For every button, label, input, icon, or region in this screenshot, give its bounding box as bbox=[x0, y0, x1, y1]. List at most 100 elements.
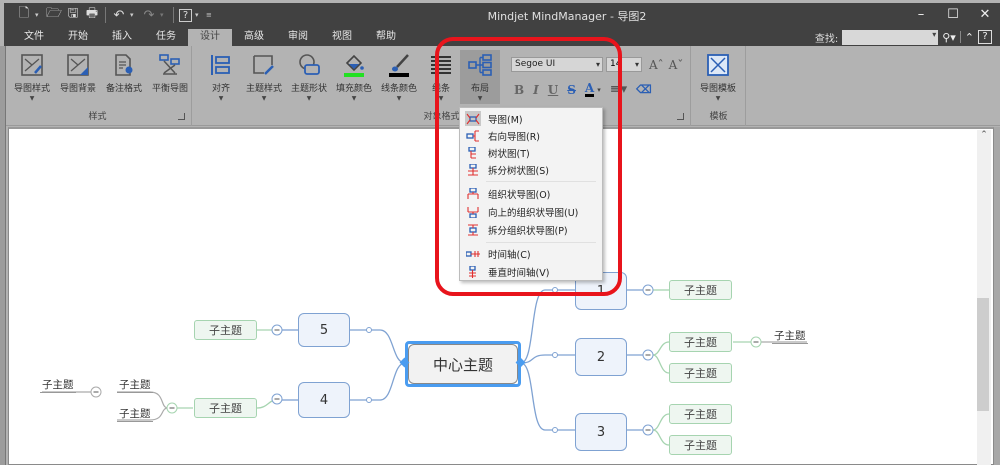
layout-dropdown-menu: 导图(M) 右向导图(R) 树状图(T) 拆分树状图(S) 组织状导图(O) 向… bbox=[459, 107, 603, 281]
tab-file[interactable]: 文件 bbox=[24, 31, 44, 42]
subtopic-4-1-2[interactable]: 子主题 bbox=[117, 408, 153, 422]
split-tree-layout-icon bbox=[465, 162, 481, 177]
menu-item-map[interactable]: 导图(M) bbox=[462, 110, 602, 127]
subtopic-4-1[interactable]: 子主题 bbox=[194, 398, 257, 418]
italic-button[interactable]: I bbox=[533, 82, 539, 97]
main-topic-2[interactable]: 2 bbox=[575, 338, 627, 376]
scrollbar-thumb[interactable] bbox=[977, 298, 989, 411]
menu-item-vertical-timeline[interactable]: 垂直时间轴(V) bbox=[462, 263, 602, 280]
print-icon[interactable]: 🖶 bbox=[85, 6, 99, 21]
new-document-icon[interactable]: 🗋 bbox=[18, 6, 30, 21]
close-button[interactable]: ✕ bbox=[979, 7, 991, 22]
maximize-button[interactable]: ☐ bbox=[947, 7, 959, 22]
title-bar: 🗋▾ 🗁 🖫 🖶 ↶▾ ↷▾ ?▾ ≡ Mindjet MindManager … bbox=[4, 3, 1000, 29]
tab-design[interactable]: 设计 bbox=[188, 29, 232, 46]
scroll-up-icon[interactable]: ⌃ bbox=[980, 130, 988, 140]
subtopic-3-1[interactable]: 子主题 bbox=[669, 404, 732, 424]
upward-org-chart-layout-icon bbox=[465, 204, 481, 219]
tab-insert[interactable]: 插入 bbox=[112, 31, 132, 42]
help-button[interactable]: ? bbox=[978, 30, 992, 44]
undo-dropdown-icon[interactable]: ▾ bbox=[130, 11, 134, 19]
dropdown-arrow-icon: ▼ bbox=[261, 95, 267, 102]
search-label: 查找: bbox=[814, 33, 839, 45]
help-dropdown-icon[interactable]: ▾ bbox=[195, 11, 199, 19]
save-icon[interactable]: 🖫 bbox=[67, 6, 79, 21]
vertical-scrollbar[interactable]: ⌃ bbox=[977, 130, 991, 465]
line-button[interactable]: 线条 ▼ bbox=[421, 50, 461, 102]
map-style-button[interactable]: 导图样式 ▼ bbox=[10, 50, 54, 102]
redo-dropdown-icon[interactable]: ▾ bbox=[160, 11, 164, 19]
line-style-icon bbox=[431, 56, 451, 74]
subtopic-4-1-1-1[interactable]: 子主题 bbox=[40, 379, 76, 393]
align-button[interactable]: 对齐 ▼ bbox=[199, 50, 243, 102]
object-format-dialog-launcher[interactable] bbox=[677, 113, 684, 120]
topic-shape-icon bbox=[299, 54, 320, 75]
subtopic-2-1[interactable]: 子主题 bbox=[669, 332, 732, 352]
subtopic-2-2[interactable]: 子主题 bbox=[669, 363, 732, 383]
tab-advanced[interactable]: 高级 bbox=[244, 31, 264, 42]
central-topic[interactable]: 中心主题 bbox=[408, 344, 518, 384]
menu-item-tree[interactable]: 树状图(T) bbox=[462, 144, 602, 161]
menu-divider bbox=[486, 242, 596, 243]
map-background-icon bbox=[67, 54, 89, 76]
subtopic-3-2[interactable]: 子主题 bbox=[669, 435, 732, 455]
subtopic-5-1[interactable]: 子主题 bbox=[194, 320, 257, 340]
balance-map-button[interactable]: 平衡导图 bbox=[148, 50, 192, 94]
quick-access-toolbar: 🗋▾ 🗁 🖫 🖶 ↶▾ ↷▾ ?▾ ≡ bbox=[16, 6, 214, 23]
undo-icon[interactable]: ↶ bbox=[113, 7, 125, 23]
menu-item-org-chart[interactable]: 组织状导图(O) bbox=[462, 185, 602, 202]
fill-color-icon bbox=[344, 54, 364, 77]
subtopic-4-1-1[interactable]: 子主题 bbox=[117, 379, 153, 393]
font-color-dropdown-icon[interactable]: ▾ bbox=[597, 85, 601, 94]
notes-format-icon bbox=[115, 54, 133, 76]
clear-format-icon[interactable]: ⌫ bbox=[636, 83, 652, 96]
notes-format-button[interactable]: 备注格式 bbox=[102, 50, 146, 94]
balance-map-icon bbox=[159, 54, 180, 75]
main-topic-5[interactable]: 5 bbox=[298, 313, 350, 347]
font-name-select[interactable]: Segoe UI bbox=[511, 57, 603, 72]
new-dropdown-icon[interactable]: ▾ bbox=[35, 11, 39, 19]
menu-item-split-tree[interactable]: 拆分树状图(S) bbox=[462, 161, 602, 178]
topic-style-button[interactable]: 主题样式 ▼ bbox=[242, 50, 286, 102]
bold-button[interactable]: B bbox=[514, 82, 525, 97]
shrink-font-button[interactable]: Aˇ bbox=[668, 57, 684, 72]
group-template: 导图模板 ▼ 模板 bbox=[692, 46, 746, 126]
map-template-button[interactable]: 导图模板 ▼ bbox=[696, 50, 740, 102]
menu-item-timeline[interactable]: 时间轴(C) bbox=[462, 245, 602, 262]
style-dialog-launcher[interactable] bbox=[178, 113, 185, 120]
redo-icon[interactable]: ↷ bbox=[143, 7, 155, 23]
map-background-button[interactable]: 导图背景 bbox=[56, 50, 100, 94]
subtopic-1-1[interactable]: 子主题 bbox=[669, 280, 732, 300]
search-input[interactable] bbox=[842, 29, 939, 45]
line-color-button[interactable]: 线条颜色 ▼ bbox=[377, 50, 421, 102]
underline-button[interactable]: U bbox=[547, 82, 559, 97]
font-color-button[interactable]: A bbox=[584, 80, 595, 97]
collapse-ribbon-icon[interactable]: ⌃ bbox=[964, 30, 974, 44]
subtopic-2-1-1[interactable]: 子主题 bbox=[772, 330, 808, 344]
tab-help[interactable]: 帮助 bbox=[376, 31, 396, 42]
main-topic-3[interactable]: 3 bbox=[575, 413, 627, 451]
font-size-select[interactable]: 14 bbox=[606, 57, 642, 72]
tab-review[interactable]: 审阅 bbox=[288, 31, 308, 42]
timeline-layout-icon bbox=[465, 246, 481, 261]
layout-button[interactable]: 布局 ▼ bbox=[460, 50, 500, 104]
menu-item-upward-org-chart[interactable]: 向上的组织状导图(U) bbox=[462, 203, 602, 220]
menu-item-right-map[interactable]: 右向导图(R) bbox=[462, 127, 602, 144]
tree-layout-icon bbox=[465, 145, 481, 160]
open-icon[interactable]: 🗁 bbox=[45, 6, 63, 21]
minimize-button[interactable]: – bbox=[917, 7, 925, 22]
binoculars-icon[interactable]: ⚲▾ bbox=[942, 30, 956, 44]
main-topic-4[interactable]: 4 bbox=[298, 382, 350, 418]
map-template-icon bbox=[707, 54, 729, 76]
customize-qat-icon[interactable]: ≡ bbox=[206, 11, 212, 19]
strikethrough-button[interactable]: S bbox=[567, 82, 576, 97]
topic-shape-button[interactable]: 主题形状 ▼ bbox=[287, 50, 331, 102]
tab-view[interactable]: 视图 bbox=[332, 31, 352, 42]
fill-color-button[interactable]: 填充颜色 ▼ bbox=[332, 50, 376, 102]
menu-item-split-org-chart[interactable]: 拆分组织状导图(P) bbox=[462, 221, 602, 238]
tab-tasks[interactable]: 任务 bbox=[156, 31, 176, 42]
grow-font-button[interactable]: Aˆ bbox=[649, 57, 664, 72]
help-icon[interactable]: ? bbox=[179, 8, 192, 22]
dropdown-arrow-icon: ▼ bbox=[218, 95, 224, 102]
tab-home[interactable]: 开始 bbox=[68, 31, 88, 42]
